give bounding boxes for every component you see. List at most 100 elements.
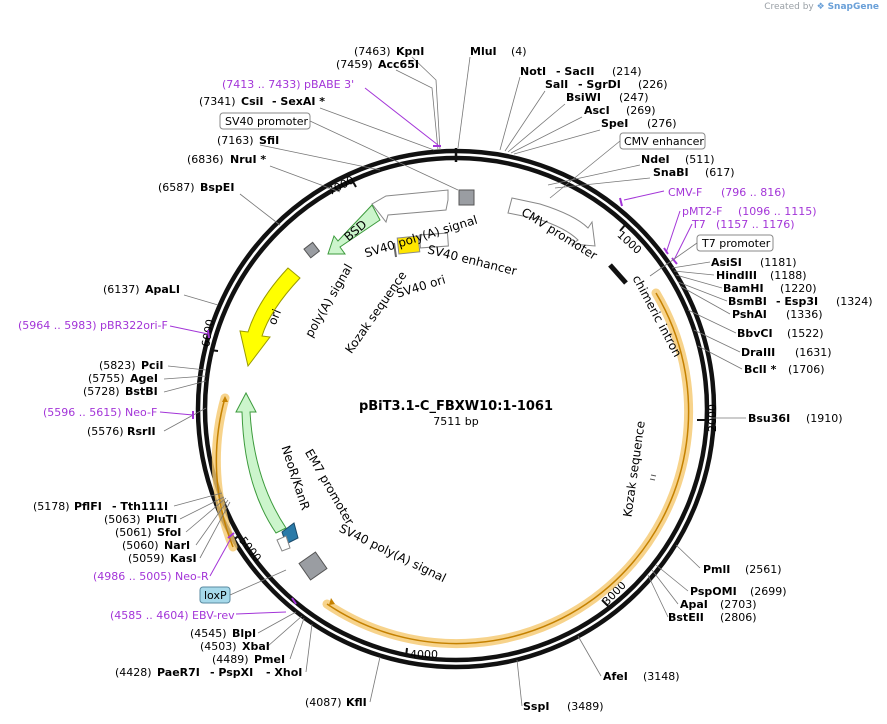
site-bbvci: BbvCI — [737, 327, 773, 340]
ori-arrow — [239, 267, 301, 368]
site-ndei: NdeI — [641, 153, 670, 166]
site-noti-pos: (214) — [612, 65, 642, 78]
primer-labels: (7413 .. 7433) pBABE 3' CMV-F (796 .. 81… — [18, 78, 817, 622]
site-blpi: BlpI — [232, 627, 256, 640]
site-esp3i: - Esp3I — [776, 295, 818, 308]
site-sfii-pos: (7163) — [217, 134, 254, 147]
primer-pbr322: (5964 .. 5983) pBR322ori-F — [18, 319, 168, 332]
primer-t7-name: T7 — [691, 218, 706, 231]
chimeric-intron-mark — [608, 263, 628, 285]
orf-fbxw10 — [326, 292, 690, 645]
label-kozak-right: Kozak sequence — [620, 420, 647, 518]
label-em7: EM7 promoter — [302, 447, 357, 528]
sv40-polya-bottom-box — [298, 551, 328, 581]
primer-ebvrev: (4585 .. 4604) EBV-rev — [110, 609, 235, 622]
site-bamhi-pos: (1220) — [780, 282, 817, 295]
site-bcli: BclI * — [744, 363, 777, 376]
site-sgrdi: - SgrDI — [578, 78, 621, 91]
site-pspomi-pos: (2699) — [750, 585, 787, 598]
site-asci-pos: (269) — [626, 104, 656, 117]
site-bamhi: BamHI — [723, 282, 764, 295]
bsd-arrow — [327, 204, 381, 255]
site-blpi-pos: (4545) — [190, 627, 227, 640]
cmv-promoter-arrow — [507, 197, 596, 247]
site-pspomi: PspOMI — [690, 585, 737, 598]
site-mlui-pos: (4) — [511, 45, 527, 58]
plasmid-name: pBiT3.1-C_FBXW10:1-1061 — [359, 399, 553, 414]
site-sfoi-pos: (5061) — [115, 526, 152, 539]
site-noti: NotI — [520, 65, 546, 78]
site-asci: AscI — [584, 104, 610, 117]
primer-cmvf-range: (796 .. 816) — [721, 186, 786, 199]
site-sfii: SfiI — [259, 134, 279, 147]
site-snabi-pos: (617) — [705, 166, 735, 179]
snapgene-credit: Created by ❖ SnapGene — [764, 2, 879, 12]
feature-labels: SV40 poly(A) signal BSD CMV promoter SV4… — [265, 205, 684, 585]
site-snabi: SnaBI — [653, 166, 689, 179]
site-pspxi: - PspXI — [210, 666, 253, 679]
site-kpni-pos: (7463) — [354, 45, 391, 58]
kozak-top-mark — [393, 242, 397, 258]
site-sspi-pos: (3489) — [567, 700, 604, 713]
site-nrui: NruI * — [230, 153, 266, 166]
site-pcii-pos: (5823) — [99, 359, 136, 372]
tick-4000: 4000 — [410, 648, 438, 661]
site-pmei-pos: (4489) — [212, 653, 249, 666]
sv40-enhancer-box — [419, 232, 449, 249]
site-agei: AgeI — [130, 372, 158, 385]
site-bspei: BspEI — [200, 181, 234, 194]
snapgene-logo-icon: ❖ — [816, 2, 825, 12]
kozak-right-mark-1 — [650, 474, 657, 477]
polya-box — [303, 241, 321, 259]
site-xbai-pos: (4503) — [200, 640, 237, 653]
site-pflfi-pos: (5178) — [33, 500, 70, 513]
primer-neor: (4986 .. 5005) Neo-R — [93, 570, 209, 583]
orf-fbxw10-arrow — [329, 598, 335, 605]
site-hindiii: HindIII — [716, 269, 757, 282]
boxed-labels: SV40 promoter CMV enhancer T7 promoter l… — [199, 112, 774, 604]
site-apai: ApaI — [680, 598, 708, 611]
site-pluti: PluTI — [146, 513, 177, 526]
site-sacii: - SacII — [556, 65, 594, 78]
site-kpni: KpnI — [396, 45, 424, 58]
primer-leaders — [159, 87, 693, 615]
tick-3000-mark — [601, 599, 609, 607]
primer-t7-range: (1157 .. 1176) — [716, 218, 795, 231]
credit-prefix: Created by — [764, 2, 814, 12]
site-mlui: MluI — [470, 45, 497, 58]
site-bcli-pos: (1706) — [788, 363, 825, 376]
site-bbvci-pos: (1522) — [787, 327, 824, 340]
orf-neo-arrow — [222, 396, 228, 402]
sv40-ori-box — [396, 235, 421, 255]
site-pmli-pos: (2561) — [745, 563, 782, 576]
site-nrui-pos: (6836) — [187, 153, 224, 166]
site-sspi: SspI — [523, 700, 549, 713]
label-polya: poly(A) signal — [302, 261, 355, 339]
site-apai-pos: (2703) — [720, 598, 757, 611]
primer-neof: (5596 .. 5615) Neo-F — [43, 406, 157, 419]
site-bsteii: BstEII — [668, 611, 704, 624]
primer-cmvf-name: CMV-F — [668, 186, 702, 199]
sv40-promoter-label: SV40 promoter — [225, 115, 309, 128]
site-kfli: KflI — [346, 696, 367, 709]
tick-7000-mark — [351, 179, 357, 188]
site-afei: AfeI — [603, 670, 628, 683]
primer-pmt2f-name: pMT2-F — [682, 205, 723, 218]
label-kozak-top: Kozak sequence — [342, 269, 409, 356]
site-pflfi: PflFI — [74, 500, 102, 513]
site-bspei-pos: (6587) — [158, 181, 195, 194]
site-rsrii-pos: (5576) — [87, 425, 124, 438]
site-acc65i-pos: (7459) — [336, 58, 373, 71]
site-bsiwi: BsiWI — [566, 91, 601, 104]
site-spei-pos: (276) — [647, 117, 677, 130]
site-pshai: PshAI — [732, 308, 767, 321]
site-sexai: - SexAI * — [272, 95, 325, 108]
site-bsu36i: Bsu36I — [748, 412, 790, 425]
neor-arrow — [235, 391, 287, 534]
site-draiii: DraIII — [741, 346, 775, 359]
em7-small-arrow — [276, 535, 291, 552]
site-sfoi: SfoI — [157, 526, 181, 539]
site-hindiii-pos: (1188) — [770, 269, 807, 282]
site-bstbi-pos: (5728) — [83, 385, 120, 398]
